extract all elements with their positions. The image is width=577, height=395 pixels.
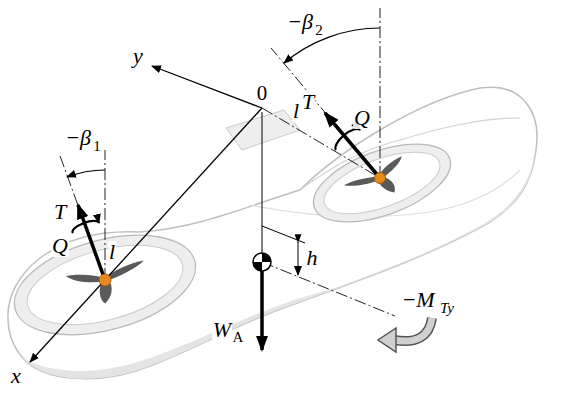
reference-line	[262, 226, 305, 243]
axis-label: x	[10, 365, 22, 387]
dimension-label: h	[306, 247, 319, 269]
thrust-arrow	[78, 205, 105, 280]
subscript: A	[232, 330, 245, 345]
torque-label: Q	[51, 235, 69, 257]
center-opening	[226, 110, 300, 150]
vertical-reference	[380, 8, 381, 178]
subscript: 1	[92, 139, 102, 154]
rear-duct	[303, 128, 460, 237]
weight-label: W	[212, 319, 232, 341]
moment-arrow-head	[378, 328, 396, 352]
arm-length-label: l	[108, 241, 116, 263]
angle-label: −β	[64, 127, 92, 149]
cg-quadrant	[262, 253, 271, 262]
thrust-label: T	[301, 91, 315, 113]
x-axis	[30, 108, 262, 362]
cg-drop-line	[262, 112, 263, 253]
cg-quadrant	[253, 262, 262, 271]
axis-label: y	[132, 45, 144, 67]
moment-arrow	[394, 318, 432, 341]
rear-propeller	[339, 153, 416, 209]
torque-arrow	[73, 221, 99, 233]
body-shading	[22, 150, 536, 379]
subscript: Ty	[439, 301, 455, 316]
propeller-hub	[99, 274, 111, 286]
moment-label: −M	[400, 289, 435, 311]
duct-opening	[19, 230, 192, 339]
thrust-label: T	[53, 201, 67, 223]
thrust-axis	[271, 48, 380, 178]
subscript: 2	[314, 23, 324, 38]
angle-label: −β	[286, 11, 314, 33]
pitch-axis	[262, 262, 395, 316]
torque-label: Q	[353, 107, 371, 129]
cg-symbol	[253, 253, 271, 271]
torque-arrow	[335, 129, 360, 150]
body-outline	[8, 87, 537, 379]
origin-label: 0	[256, 83, 269, 104]
angle-arc	[284, 28, 380, 63]
arm-line	[262, 108, 380, 178]
y-axis	[152, 66, 262, 108]
arm-length-label: l	[292, 100, 300, 122]
weight-arrow	[260, 271, 264, 350]
propeller-hub	[375, 173, 386, 184]
duct-ring	[303, 128, 460, 237]
cg-circle	[253, 253, 271, 271]
angle-arc	[67, 170, 105, 177]
moment-arrow-outline	[394, 318, 432, 341]
dimension-arrow	[298, 242, 299, 275]
duct-opening	[316, 140, 447, 227]
